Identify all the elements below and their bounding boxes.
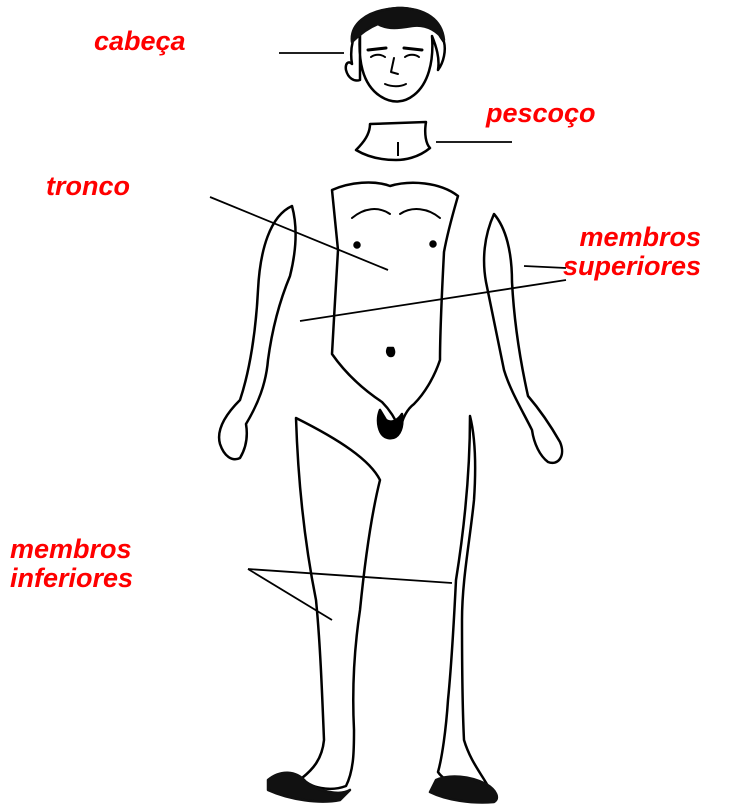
leader-line-upper-1 xyxy=(523,265,567,269)
left-leg xyxy=(294,416,382,790)
neck-drawing xyxy=(354,120,432,162)
head-drawing xyxy=(344,6,446,103)
right-arm xyxy=(482,212,564,465)
right-eye xyxy=(404,53,420,58)
head-outline xyxy=(344,6,446,103)
right-foot-shadow xyxy=(428,775,498,804)
leader-line-upper-2 xyxy=(299,279,567,322)
label-neck: pescoço xyxy=(486,98,596,128)
legs-drawing xyxy=(266,414,498,804)
torso-drawing xyxy=(330,181,460,440)
arms-drawing xyxy=(217,204,564,465)
left-eye xyxy=(370,53,386,58)
right-leg xyxy=(436,414,490,789)
label-lower-limbs: membros inferiores xyxy=(10,535,133,593)
right-eyebrow xyxy=(402,46,424,52)
label-head: cabeça xyxy=(94,26,186,56)
label-lower-limbs-line2: inferiores xyxy=(10,563,134,593)
label-upper-limbs-line2: superiores xyxy=(563,251,702,281)
nose xyxy=(390,57,399,75)
leader-line-trunk xyxy=(209,196,389,271)
leader-line-lower-2 xyxy=(247,568,333,621)
left-foot-shadow xyxy=(266,771,352,803)
hair xyxy=(350,6,446,44)
leader-lines xyxy=(209,52,567,621)
left-eyebrow xyxy=(366,46,388,52)
mouth xyxy=(384,83,407,88)
label-lower-limbs-line1: membros xyxy=(10,534,132,564)
label-trunk: tronco xyxy=(46,171,130,201)
label-upper-limbs-line1: membros xyxy=(579,222,702,252)
leader-line-lower-1 xyxy=(247,568,453,584)
label-upper-limbs: membros superiores xyxy=(563,223,701,281)
left-arm xyxy=(217,204,297,461)
